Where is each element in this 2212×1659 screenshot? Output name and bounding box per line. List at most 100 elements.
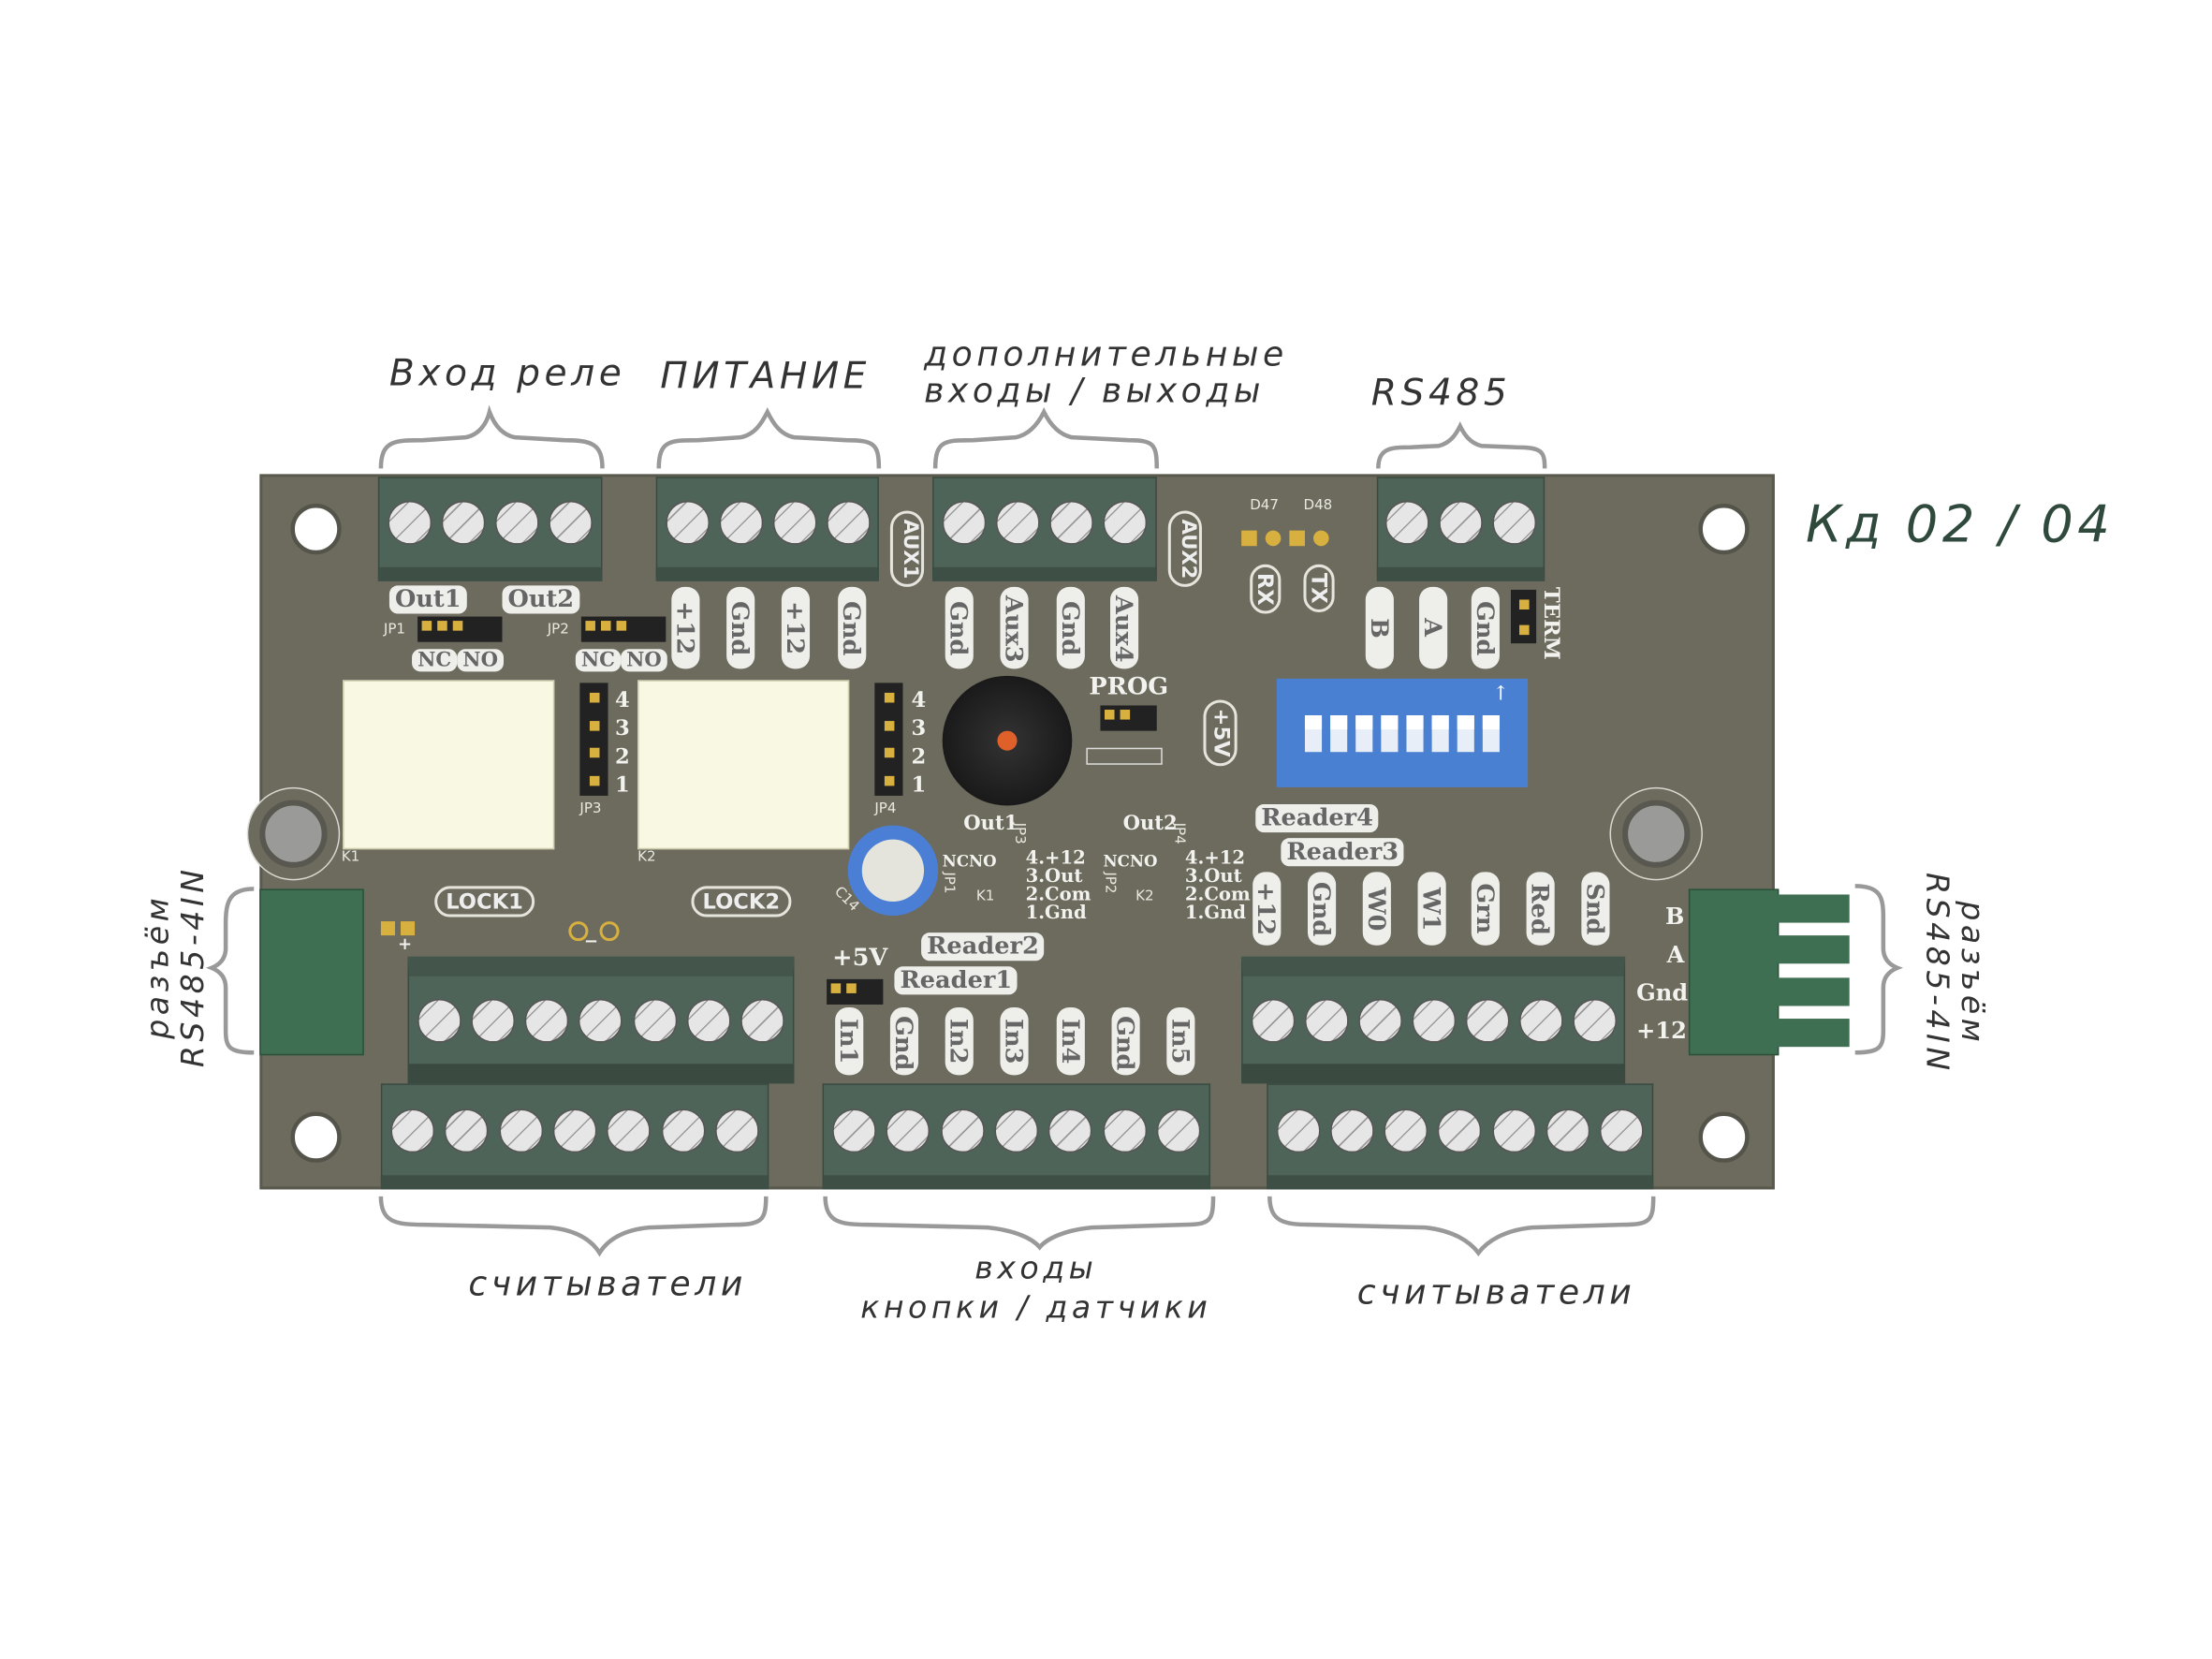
terminal-screw[interactable] <box>1438 1108 1483 1152</box>
terminal-screw[interactable] <box>389 1108 434 1152</box>
terminal-screw[interactable] <box>579 998 623 1042</box>
terminal-screw[interactable] <box>1384 1108 1428 1152</box>
terminal-relay-input[interactable] <box>377 477 603 581</box>
terminal-screw[interactable] <box>1545 1108 1590 1152</box>
terminal-screw[interactable] <box>387 500 432 545</box>
brace-readers-right <box>1267 1196 1656 1256</box>
terminal-screw[interactable] <box>994 1108 1039 1152</box>
terminal-readers-1-2-upper[interactable] <box>407 956 795 1084</box>
dip-switch-5[interactable] <box>1406 714 1424 752</box>
header-jp4[interactable] <box>874 683 903 796</box>
schema-out2-jp: JP4 <box>1170 822 1187 844</box>
terminal-screw[interactable] <box>495 500 539 545</box>
lock2-pads <box>568 921 620 942</box>
terminal-power[interactable] <box>655 477 879 581</box>
terminal-screw[interactable] <box>772 500 816 545</box>
terminal-rs485[interactable] <box>1376 477 1545 581</box>
terminal-screw[interactable] <box>686 998 731 1042</box>
terminal-screw[interactable] <box>471 998 515 1042</box>
terminal-screw[interactable] <box>940 1108 985 1152</box>
led-pads <box>1241 530 1340 548</box>
terminal-screw[interactable] <box>1104 500 1148 545</box>
terminal-screw[interactable] <box>549 500 593 545</box>
terminal-screw[interactable] <box>417 998 461 1042</box>
terminal-screw[interactable] <box>1385 500 1430 545</box>
terminal-screw[interactable] <box>444 1108 489 1152</box>
jumper-term[interactable] <box>1510 589 1537 644</box>
terminal-screw[interactable] <box>826 500 871 545</box>
terminal-screw[interactable] <box>633 998 678 1042</box>
terminal-aux[interactable] <box>932 477 1157 581</box>
rs485-connector-left[interactable] <box>259 888 364 1056</box>
terminal-screw[interactable] <box>942 500 986 545</box>
terminal-screw[interactable] <box>1600 1108 1645 1152</box>
dip-switch-1[interactable] <box>1304 714 1323 752</box>
label-k1: K1 <box>341 849 360 865</box>
terminal-screw[interactable] <box>441 500 486 545</box>
terminal-screw[interactable] <box>1439 500 1483 545</box>
dip-switch-2[interactable] <box>1330 714 1348 752</box>
terminal-screw[interactable] <box>1411 998 1456 1042</box>
terminal-screw[interactable] <box>1465 998 1509 1042</box>
terminal-screw[interactable] <box>1518 998 1563 1042</box>
label-minus: − <box>583 931 599 951</box>
terminal-screw[interactable] <box>1103 1108 1147 1152</box>
terminal-screw[interactable] <box>1357 998 1402 1042</box>
terminal-screw[interactable] <box>886 1108 930 1152</box>
terminal-screw[interactable] <box>740 998 785 1042</box>
dip-switch-4[interactable] <box>1381 714 1399 752</box>
jumper-jp1[interactable] <box>417 616 503 642</box>
terminal-inputs[interactable] <box>822 1083 1211 1190</box>
terminal-screw[interactable] <box>607 1108 652 1152</box>
pin-label: A <box>1418 586 1448 669</box>
terminal-readers-3-4-upper[interactable] <box>1241 956 1626 1084</box>
terminal-screw[interactable] <box>1157 1108 1201 1152</box>
terminal-screw[interactable] <box>831 1108 876 1152</box>
jumper-jp2[interactable] <box>580 616 667 642</box>
annotation-power: ПИТАНИЕ <box>660 355 871 398</box>
dip-switch-8[interactable] <box>1482 714 1500 752</box>
terminal-screw[interactable] <box>498 1108 543 1152</box>
pin-label: Gnd <box>837 586 867 669</box>
terminal-screw[interactable] <box>718 500 763 545</box>
terminal-screw[interactable] <box>1491 500 1536 545</box>
annotation-conn-left: разъём RS485-4IN <box>140 865 212 1068</box>
terminal-screw[interactable] <box>552 1108 597 1152</box>
annotation-inputs: входы кнопки / датчики <box>860 1250 1211 1329</box>
jumper-5v[interactable] <box>827 978 884 1005</box>
terminal-readers-1-2[interactable] <box>380 1083 769 1190</box>
terminal-screw[interactable] <box>715 1108 760 1152</box>
terminal-screw[interactable] <box>524 998 569 1042</box>
prog-pads <box>1086 747 1163 765</box>
dip-switch-7[interactable] <box>1457 714 1474 752</box>
pin-label: +12 <box>670 586 700 669</box>
arrow-up-icon: ↑ <box>1492 683 1510 706</box>
rs485-connector-right[interactable] <box>1688 888 1780 1056</box>
terminal-screw[interactable] <box>1048 1108 1093 1152</box>
relay-k2 <box>637 680 850 850</box>
dip-switch-6[interactable] <box>1431 714 1449 752</box>
terminal-screw[interactable] <box>661 1108 706 1152</box>
dip-switch-3[interactable] <box>1355 714 1373 752</box>
terminal-screw[interactable] <box>1049 500 1094 545</box>
annotation-readers-right: считыватели <box>1356 1272 1636 1313</box>
label-jp2: JP2 <box>547 622 569 639</box>
terminal-screw[interactable] <box>995 500 1040 545</box>
header-jp3[interactable] <box>579 683 608 796</box>
terminal-screw[interactable] <box>1276 1108 1321 1152</box>
label-no-1: NO <box>457 649 504 672</box>
label-nc-2: NC <box>575 649 622 672</box>
terminal-screw[interactable] <box>1572 998 1617 1042</box>
terminal-screw[interactable] <box>1304 998 1348 1042</box>
terminal-screw[interactable] <box>1492 1108 1536 1152</box>
jumper-prog[interactable] <box>1100 705 1157 731</box>
terminal-readers-3-4[interactable] <box>1267 1083 1654 1190</box>
dip-switch[interactable] <box>1276 678 1529 787</box>
mounting-standoff <box>259 800 328 868</box>
terminal-screw[interactable] <box>1329 1108 1374 1152</box>
terminal-screw[interactable] <box>1250 998 1295 1042</box>
terminal-screw[interactable] <box>665 500 710 545</box>
rs485-plug-right <box>1776 894 1850 1048</box>
